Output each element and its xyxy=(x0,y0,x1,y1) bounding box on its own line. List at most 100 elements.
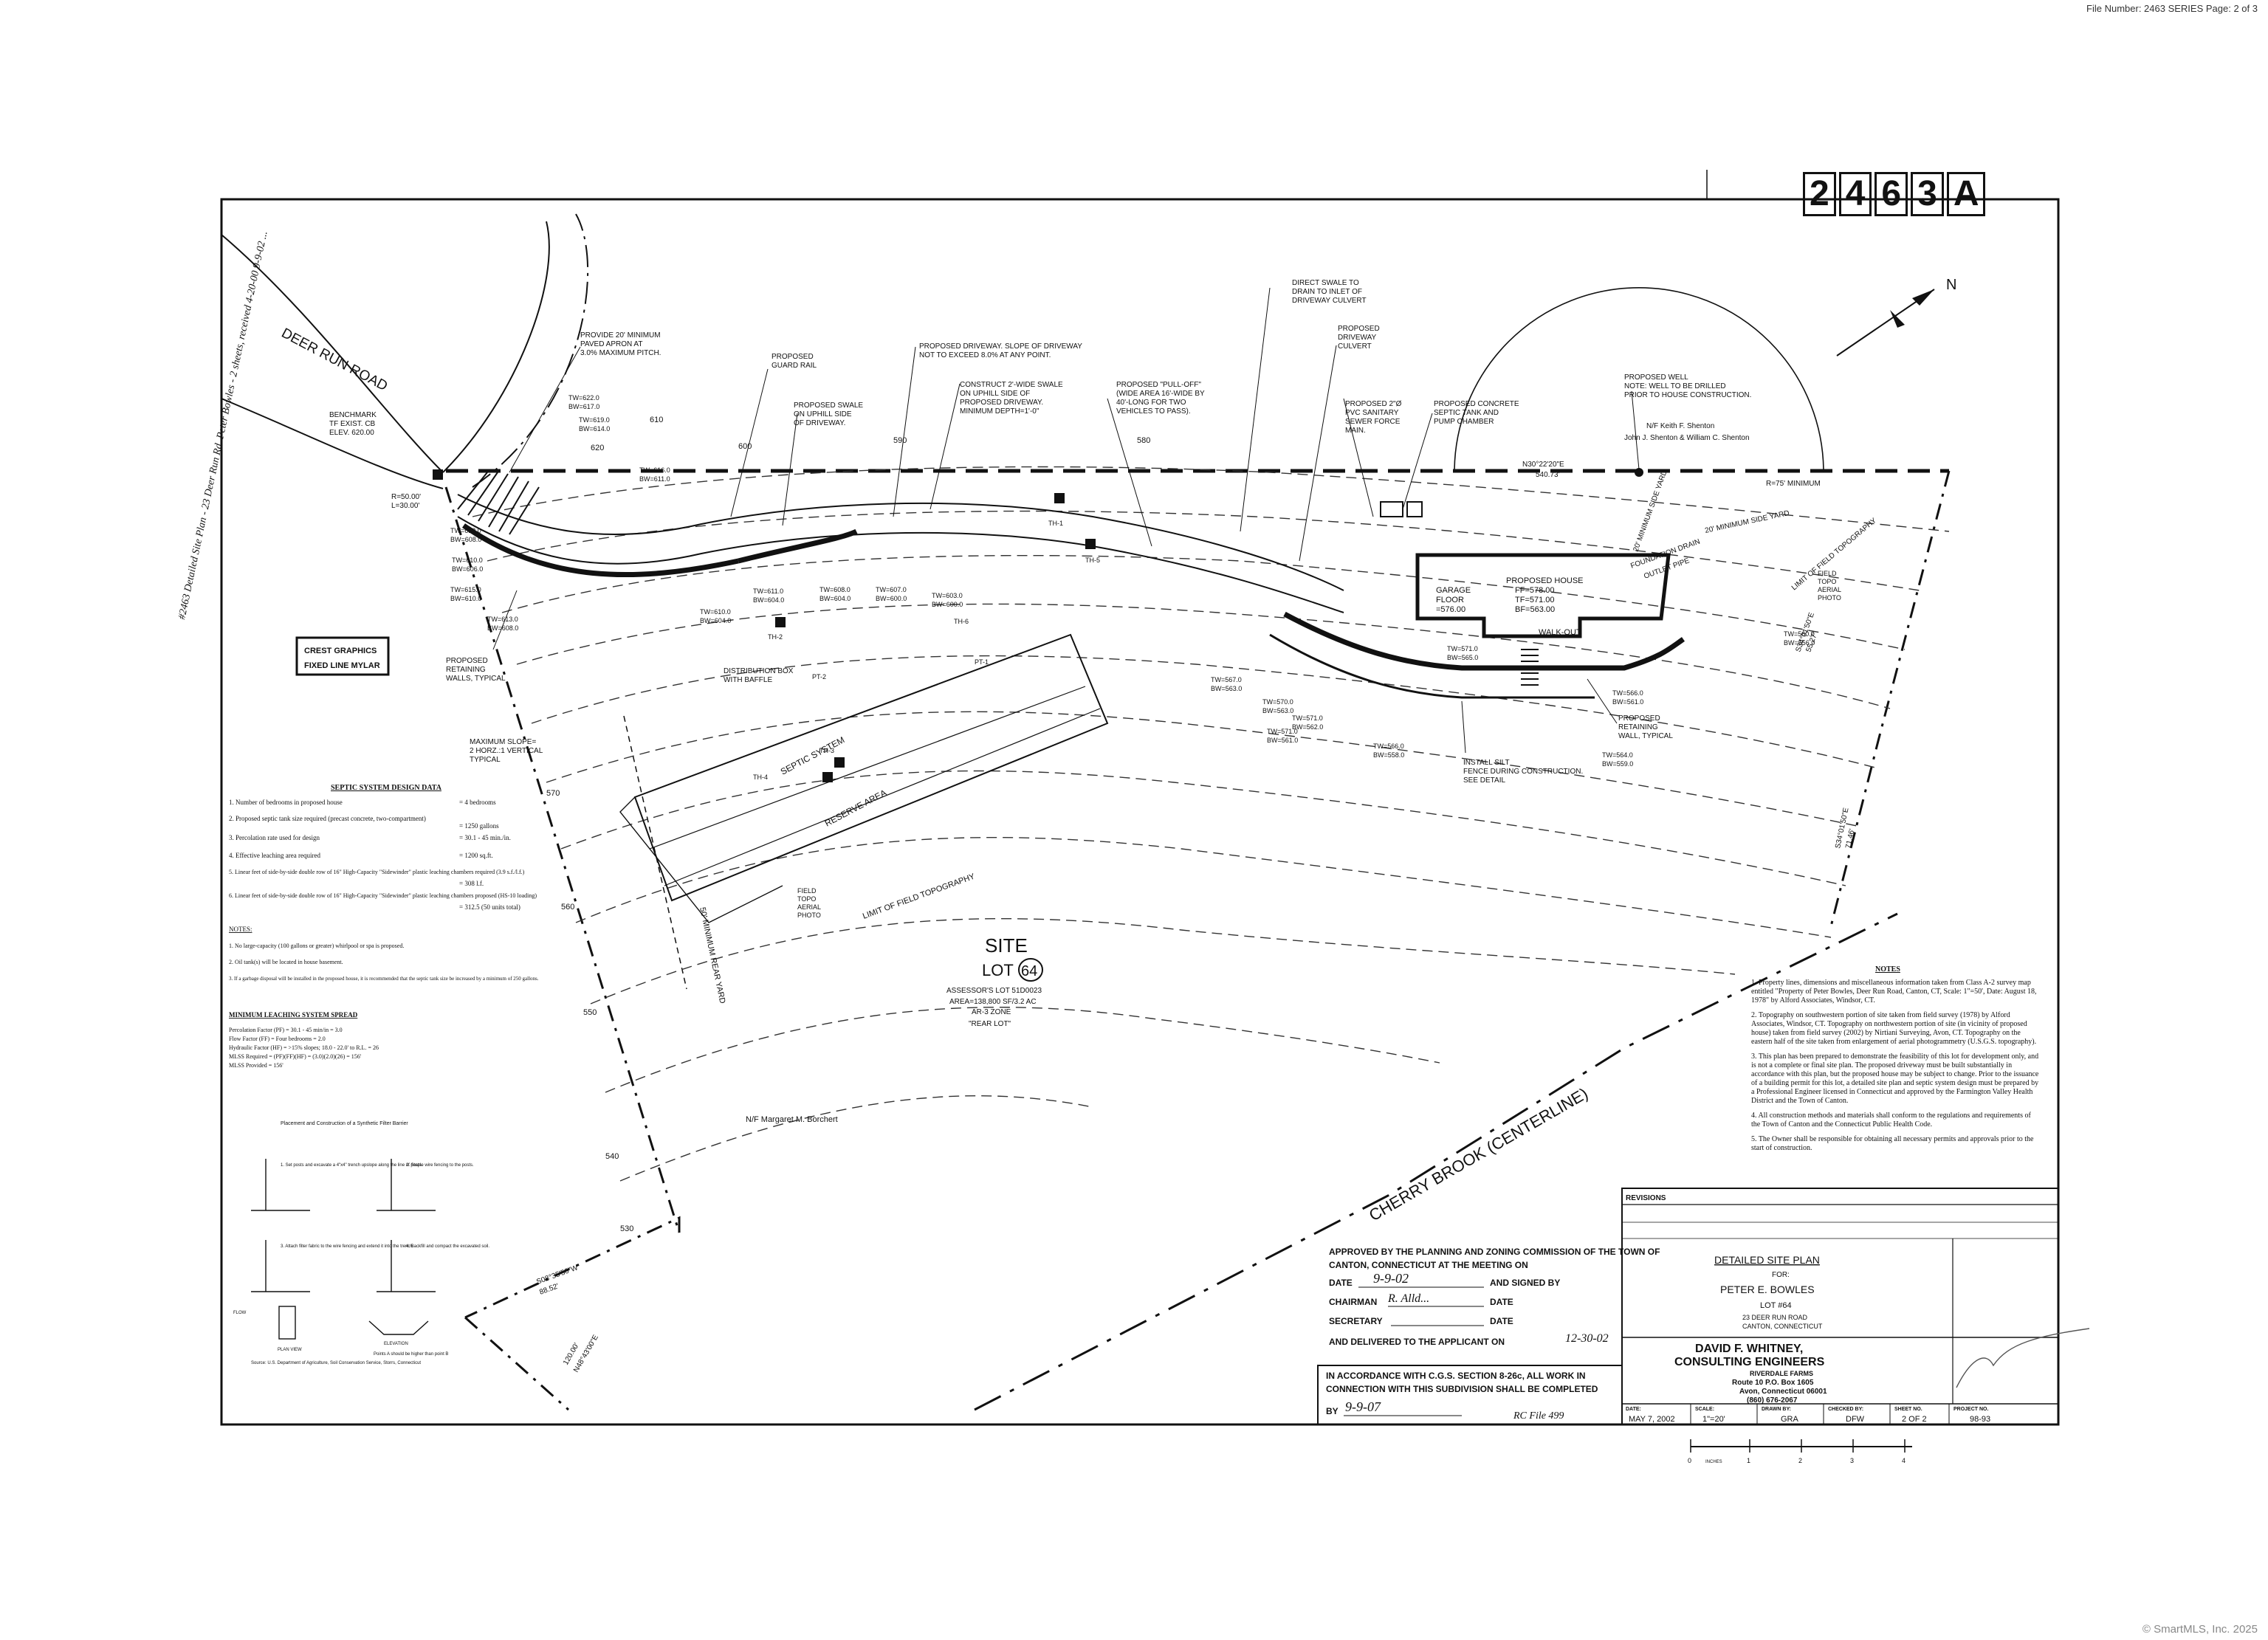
house-label: PROPOSED HOUSE xyxy=(1506,576,1584,585)
contour-line xyxy=(516,603,1891,709)
general-notes-title: NOTES xyxy=(1875,965,1900,974)
grade-label: TW=608.0 xyxy=(819,586,850,593)
bearing-sw: S08°35'50"W xyxy=(535,1264,580,1286)
contour-line xyxy=(619,1095,1093,1182)
grade-label: TW=611.0 xyxy=(753,588,783,595)
retaining-right-callout: WALL, TYPICAL xyxy=(1618,732,1673,740)
septic-row-value: = 30.1 - 45 min./in. xyxy=(459,834,511,841)
culvert-callout: PROPOSED xyxy=(1338,325,1380,333)
contour-label: 560 xyxy=(561,903,574,912)
septic-tank-callout: PROPOSED CONCRETE xyxy=(1434,400,1519,408)
retaining-wall xyxy=(462,523,739,578)
grade-label: BW=604.0 xyxy=(819,595,850,602)
contour-line xyxy=(605,1006,1440,1093)
handwritten-margin-note: #2463 Detailed Site Plan - 23 Deer Run R… xyxy=(176,230,269,621)
field-topo-callout: FIELD xyxy=(1818,570,1837,577)
test-hole-icon xyxy=(775,617,786,627)
grade-label: BW=559.0 xyxy=(1602,760,1633,768)
grade-label: BW=604.0 xyxy=(700,617,731,624)
field-topo-callout: AERIAL xyxy=(1818,586,1841,593)
leader xyxy=(1461,700,1466,754)
silt-fence-detail: Placement and Construction of a Syntheti… xyxy=(233,1121,489,1365)
grade-label: TW=619.0 xyxy=(579,416,610,424)
side-yard-callout: 20' MINIMUM SIDE YARD xyxy=(1704,509,1790,535)
swale-callout: PROPOSED SWALE xyxy=(794,402,863,410)
driveway xyxy=(457,494,1685,699)
grade-label: BW=614.0 xyxy=(579,425,610,433)
test-hole-label: PT-2 xyxy=(812,673,826,681)
field-topo-callout: FIELD xyxy=(797,887,817,895)
septic-note: 2. Oil tank(s) will be located in house … xyxy=(229,959,343,965)
grade-label: TW=616.0 xyxy=(639,466,670,474)
benchmark-text: BENCHMARK xyxy=(329,411,377,419)
grade-label: TW=566.0 xyxy=(1373,743,1404,750)
septic-trench xyxy=(649,686,1086,850)
well-callout: PRIOR TO HOUSE CONSTRUCTION. xyxy=(1624,391,1751,399)
approval-chairman-signature: R. Alld... xyxy=(1387,1292,1429,1305)
contour-line xyxy=(472,466,1950,532)
scale-label: 3 xyxy=(1850,1457,1854,1464)
test-hole-label: TH-4 xyxy=(753,774,768,781)
force-main-callout: PROPOSED 2"Ø xyxy=(1345,400,1402,408)
scale-label: INCHES xyxy=(1705,1460,1722,1464)
apron-callout: 3.0% MAXIMUM PITCH. xyxy=(580,349,661,357)
pump-chamber-icon xyxy=(1406,501,1423,517)
stamp-digit: 6 xyxy=(1874,172,1908,216)
general-note: 4. All construction methods and material… xyxy=(1751,1112,2031,1129)
silt-callout: SEE DETAIL xyxy=(1463,776,1505,785)
septic-data-block: SEPTIC SYSTEM DESIGN DATA 1. Number of b… xyxy=(229,784,539,1069)
hatch xyxy=(498,480,529,532)
test-hole-icon xyxy=(834,757,845,768)
garage-label: GARAGE xyxy=(1436,586,1471,595)
test-hole-icon xyxy=(1085,539,1096,549)
contour-line xyxy=(590,918,1736,1005)
grade-label: BW=608.0 xyxy=(450,536,481,543)
force-main-callout: MAIN. xyxy=(1345,427,1366,435)
catch-basin-icon xyxy=(433,469,443,480)
deer-run-road xyxy=(221,213,589,489)
silt-step: 1. Set posts and excavate a 4"x4" trench… xyxy=(281,1163,423,1168)
contour-line xyxy=(531,655,1876,768)
leader xyxy=(1240,287,1271,532)
south-property-line xyxy=(464,1216,681,1319)
revisions-label: REVISIONS xyxy=(1626,1194,1666,1202)
grade-labels: TW=622.0 BW=617.0 TW=619.0 BW=614.0 TW=6… xyxy=(450,394,1815,768)
approval-date-label: DATE xyxy=(1490,1316,1513,1326)
house-label: TF=571.00 xyxy=(1515,596,1555,604)
leader xyxy=(1107,398,1152,547)
septic-tank-icon xyxy=(1380,501,1403,517)
stamp-digit: 3 xyxy=(1911,172,1944,216)
grade-label: BW=606.0 xyxy=(452,565,483,573)
field-topo-callout: PHOTO xyxy=(1818,594,1841,602)
grade-label: TW=613.0 xyxy=(450,527,481,534)
septic-trench xyxy=(664,708,1101,886)
bearing-s: N48°43'00"E xyxy=(572,1334,600,1374)
contour-line xyxy=(546,711,1861,827)
silt-source: Source: U.S. Department of Agriculture, … xyxy=(251,1361,421,1365)
grade-label: BW=563.0 xyxy=(1211,685,1242,692)
septic-data-title: SEPTIC SYSTEM DESIGN DATA xyxy=(331,784,442,792)
benchmark-text: TF EXIST. CB xyxy=(329,420,376,428)
plan-title: DETAILED SITE PLAN xyxy=(1714,1254,1820,1266)
plan-view-post xyxy=(278,1306,296,1340)
apron-callout: PAVED APRON AT xyxy=(580,340,642,348)
bearing-se: 71.46' xyxy=(1844,828,1856,850)
site-area: AREA=138,800 SF/3.2 AC xyxy=(949,998,1037,1006)
leader xyxy=(1299,345,1337,562)
septic-row-label: 5. Linear feet of side-by-side double ro… xyxy=(229,869,525,875)
retaining-left-callout: PROPOSED xyxy=(446,657,488,665)
septic-tank-callout: PUMP CHAMBER xyxy=(1434,418,1494,426)
mls-row: MLSS Required = (PF)(FF)(HF) = (3.0)(2.0… xyxy=(229,1053,362,1060)
scale-label: 1 xyxy=(1747,1457,1750,1464)
benchmark: BENCHMARK TF EXIST. CB ELEV. 620.00 R=50… xyxy=(329,411,443,510)
approval-block: APPROVED BY THE PLANNING AND ZONING COMM… xyxy=(1317,1247,1660,1425)
approval-line: CANTON, CONNECTICUT AT THE MEETING ON xyxy=(1329,1260,1528,1270)
max-slope-callout: MAXIMUM SLOPE= xyxy=(470,738,536,746)
leader xyxy=(1402,413,1433,510)
test-hole-label: TH-6 xyxy=(954,618,969,625)
driveway-edge xyxy=(457,494,1344,591)
east-property-line xyxy=(1829,470,1951,927)
road-edge xyxy=(221,398,444,489)
well-callout: NOTE: WELL TO BE DRILLED xyxy=(1624,382,1726,390)
driveway-slope-callout: PROPOSED DRIVEWAY. SLOPE OF DRIVEWAY xyxy=(919,342,1082,351)
